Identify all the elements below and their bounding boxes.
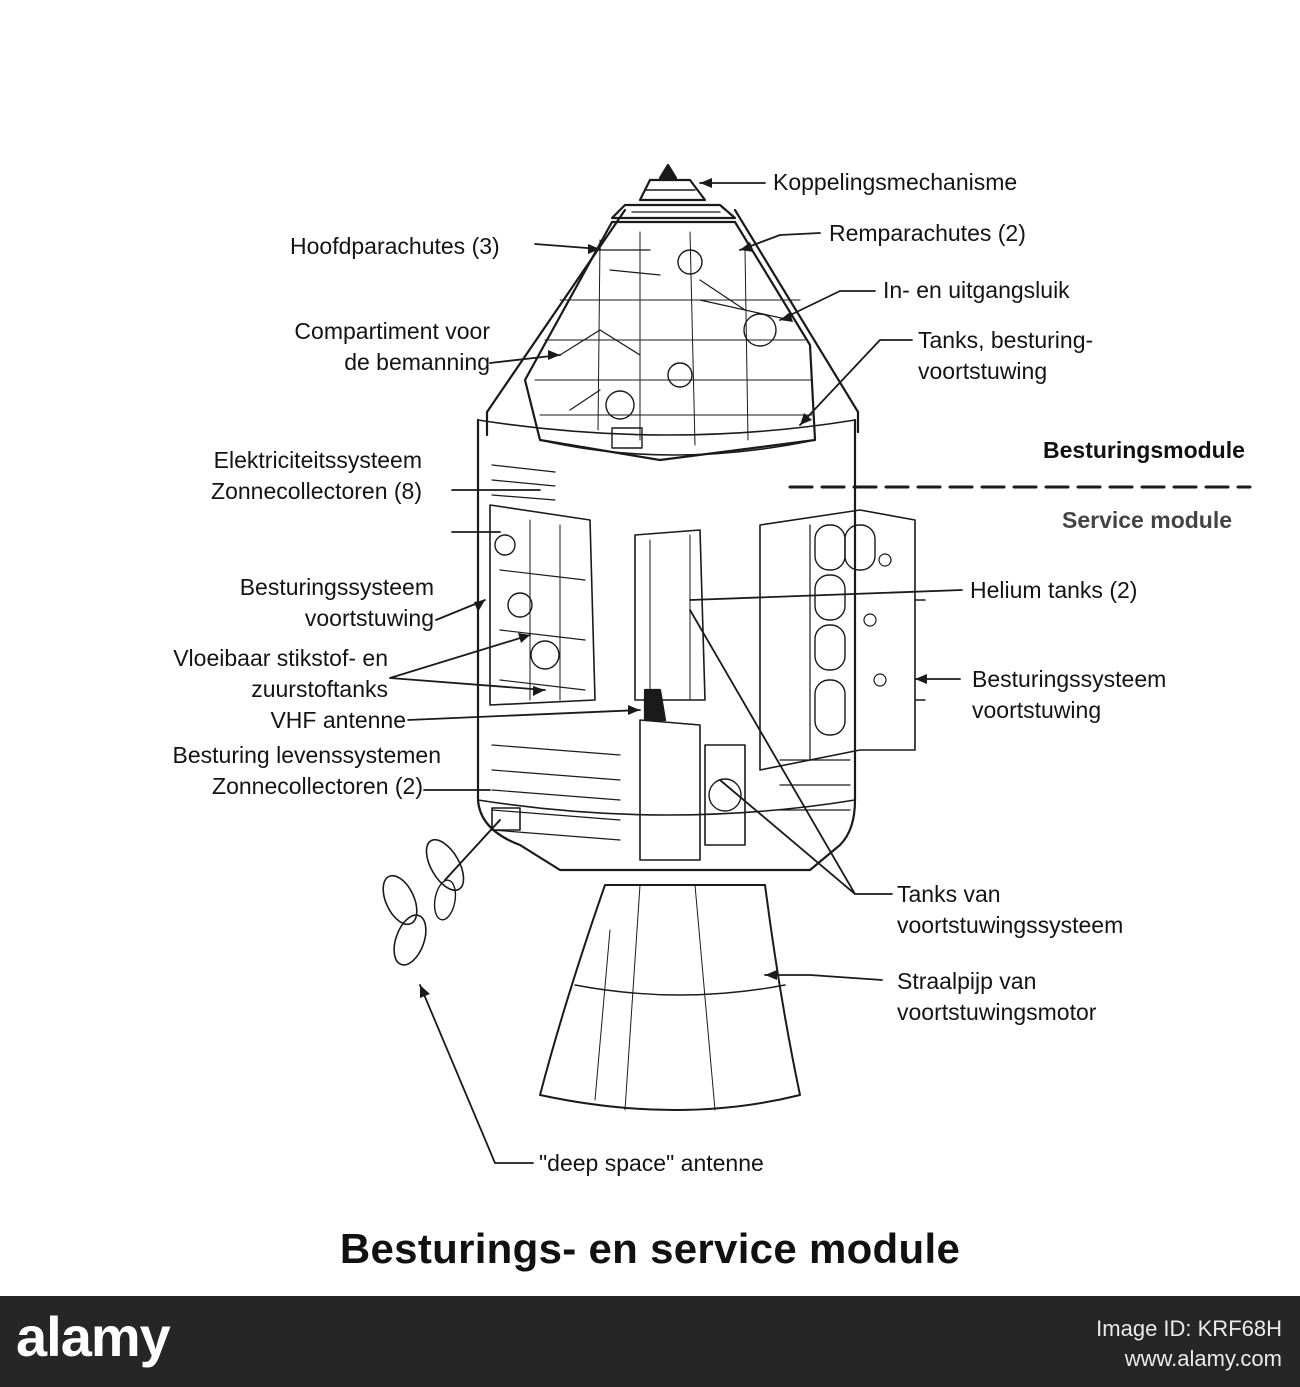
label-vhf-antenne: VHF antenne xyxy=(270,707,406,733)
label-compartiment: Compartiment voor de bemanning xyxy=(294,318,490,375)
label-deep-space-antenne: "deep space" antenne xyxy=(539,1150,764,1176)
helium-tank-section xyxy=(634,529,746,861)
service-module-left-cutaway xyxy=(489,504,596,706)
alamy-logo: alamy xyxy=(16,1305,171,1368)
label-helium-tanks: Helium tanks (2) xyxy=(970,577,1138,603)
label-tanks-besturing: Tanks, besturing- voortstuwing xyxy=(918,327,1094,384)
label-vloeibaar-stikstof: Vloeibaar stikstof- en zuurstoftanks xyxy=(173,645,388,702)
spacecraft-drawing xyxy=(382,163,1252,1164)
label-elektriciteitssysteem: Elektriciteitssysteem Zonnecollectoren (… xyxy=(211,447,422,504)
label-besturingssysteem-rechts: Besturingssysteem voortstuwing xyxy=(972,666,1167,723)
command-module-cone xyxy=(485,208,860,437)
leader-lines xyxy=(389,182,963,1164)
label-besturing-levenssystemen: Besturing levenssystemen Zonnecollectore… xyxy=(172,742,441,799)
image-id-block: Image ID: KRF68H www.alamy.com xyxy=(1096,1314,1282,1374)
section-service-module: Service module xyxy=(1062,507,1233,533)
label-in-en-uitgangsluik: In- en uitgangsluik xyxy=(883,277,1070,303)
label-hoofdparachutes: Hoofdparachutes (3) xyxy=(290,233,500,259)
service-module-right-panel xyxy=(759,509,926,771)
label-koppelingsmechanisme: Koppelingsmechanisme xyxy=(773,169,1018,195)
service-module-body xyxy=(476,418,857,872)
radiator-stripes xyxy=(491,464,851,841)
label-tanks-voortstuwingssysteem: Tanks van voortstuwingssysteem xyxy=(897,881,1124,938)
engine-nozzle-drawing xyxy=(539,884,801,1111)
image-id: Image ID: KRF68H xyxy=(1096,1316,1282,1341)
watermark-footer: alamy Image ID: KRF68H www.alamy.com xyxy=(0,1296,1300,1387)
docking-probe-drawing xyxy=(610,163,737,220)
label-straalpijp: Straalpijp van voortstuwingsmotor xyxy=(897,968,1097,1025)
arrow-heads xyxy=(420,178,927,998)
section-besturingsmodule: Besturingsmodule xyxy=(1043,437,1245,463)
deep-space-antenna-drawing xyxy=(382,807,521,966)
diagram-title: Besturings- en service module xyxy=(339,1225,961,1272)
label-remparachutes: Remparachutes (2) xyxy=(829,220,1026,246)
command-module-cutaway xyxy=(523,220,817,462)
site-url: www.alamy.com xyxy=(1124,1346,1282,1371)
label-besturingssysteem-links: Besturingssysteem voortstuwing xyxy=(239,574,434,631)
diagram: Koppelingsmechanisme Hoofdparachutes (3)… xyxy=(172,163,1252,1272)
